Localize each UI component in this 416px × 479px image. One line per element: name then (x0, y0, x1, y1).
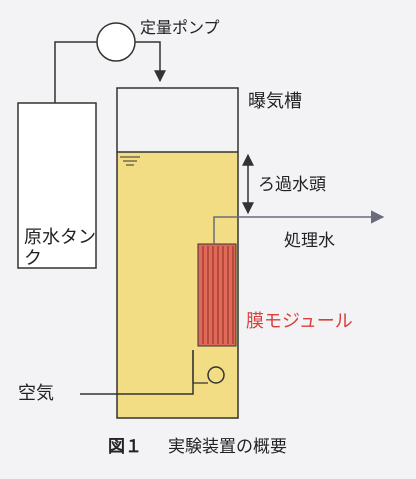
feed-pipe-to-tank (135, 41, 166, 83)
feed-pipe (54, 41, 97, 103)
water-level-mark (120, 156, 140, 166)
pump-icon (96, 22, 136, 62)
figure-title: 実験装置の概要 (168, 437, 287, 457)
raw-water-tank-label-line1: 原水タン (24, 227, 96, 248)
figure-number: 図１ (108, 437, 142, 457)
air-label: 空気 (18, 383, 54, 404)
raw-water-tank-label-line2: ク (24, 248, 42, 269)
filtration-head-label: ろ過水頭 (258, 175, 326, 195)
aeration-tank-label: 曝気槽 (248, 91, 302, 112)
treated-water-pipe (213, 210, 385, 244)
raw-water-tank (17, 102, 97, 269)
diffuser-feed (192, 350, 208, 384)
membrane-module-label: 膜モジュール (246, 311, 353, 332)
air-diffuser-icon (207, 366, 225, 384)
aeration-tank (116, 87, 239, 419)
membrane-fibers (202, 246, 234, 344)
pump-label: 定量ポンプ (140, 18, 220, 37)
treated-water-label: 処理水 (284, 231, 335, 251)
membrane-module (197, 243, 237, 347)
